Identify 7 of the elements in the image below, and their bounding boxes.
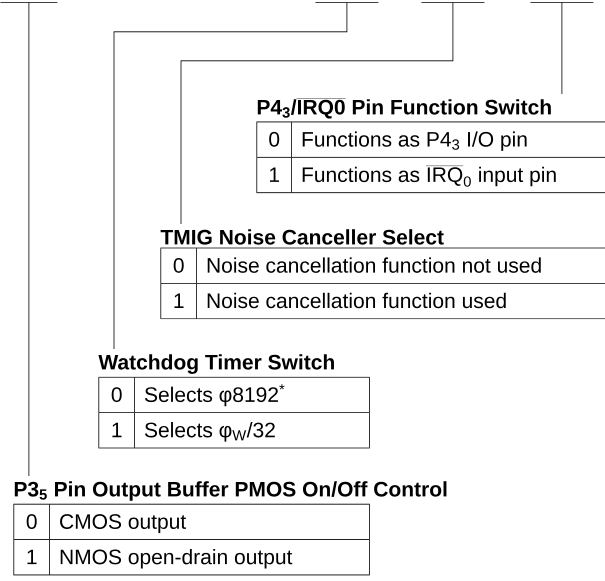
leader-line — [114, 2, 348, 350]
setting-table: $\textbf{P4\textsubscript{3}/}\overline{\textbf{IRQ0}}\textbf{ Pin Function Switch}$ 0 Functions as P4$_{3}$ I/O pin 1 $\text{Functions as }\overline{\text{IRQ}}_{\text{0}}\text{ input pin}$ — [256, 98, 605, 194]
setting-table: TMIG Noise Canceller Select 0 Noise cancellation function not used 1 Noise cancellation function used — [160, 229, 605, 320]
setting-table: Watchdog Timer Switch 0 Selects φ8192$^{*}$ 1 Selects φ$_{W}$/32 — [98, 354, 370, 448]
leader-line — [180, 2, 454, 224]
leader-line — [28, 2, 30, 476]
setting-table: P3$_{5}$ Pin Output Buffer PMOS On/Off Control 0 CMOS output 1 NMOS open-drain output — [13, 481, 446, 576]
